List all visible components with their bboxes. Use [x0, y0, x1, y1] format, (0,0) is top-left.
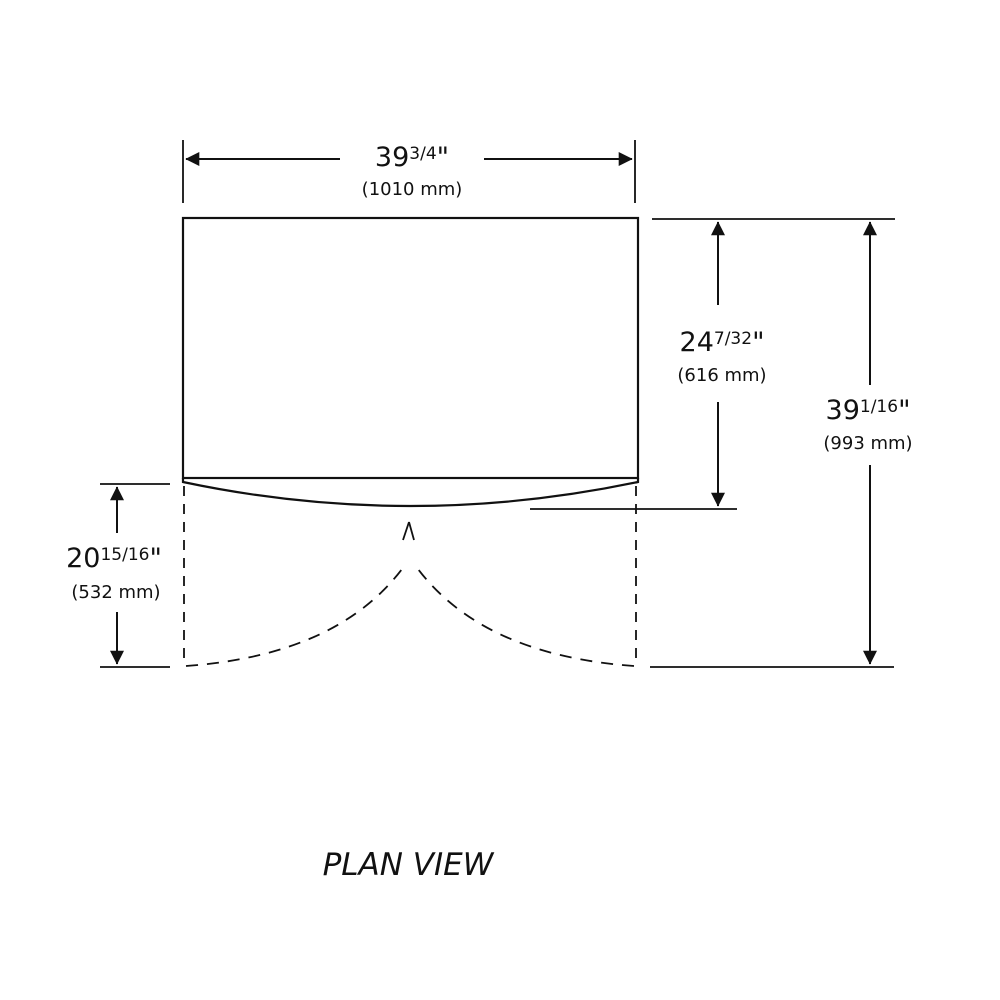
swing-tick-left: [402, 521, 410, 541]
diagram-title: PLAN VIEW: [323, 847, 495, 883]
width-metric: (1010 mm): [362, 179, 463, 200]
door-swing-label: 2015/16": [66, 543, 162, 574]
width-label: 393/4": [375, 142, 449, 173]
overall-depth-metric: (993 mm): [823, 433, 912, 454]
cabinet-outline: [181, 216, 640, 480]
door-front-curve: [181, 478, 640, 508]
cabinet-depth-label: 247/32": [680, 327, 765, 358]
door-swing-arc-right: [414, 564, 635, 667]
door-swing-metric: (532 mm): [71, 582, 160, 603]
overall-depth-label: 391/16": [826, 395, 911, 426]
swing-tick-right: [408, 521, 415, 541]
cabinet-depth-metric: (616 mm): [677, 365, 766, 386]
door-swing-arc-left: [185, 564, 406, 667]
